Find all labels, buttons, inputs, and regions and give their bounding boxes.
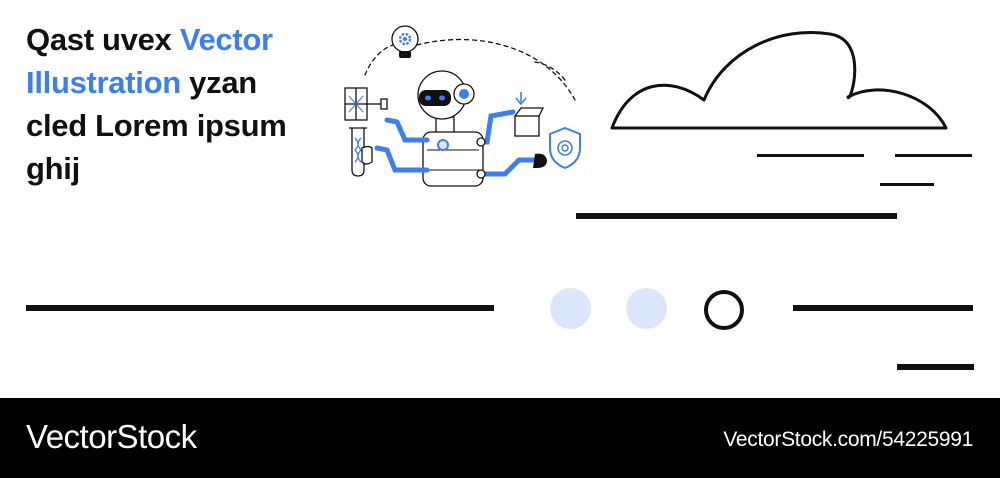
decor-line-4 — [576, 213, 897, 219]
headline: Qast uvex Vector Illustration yzan cled … — [26, 18, 326, 190]
decor-line-3 — [880, 183, 934, 186]
brand-logo: VectorStock — [26, 418, 197, 455]
decor-line-7 — [897, 364, 974, 370]
robot-body — [374, 70, 547, 187]
solar-panel-icon — [344, 87, 388, 121]
cloud-outline — [610, 31, 948, 130]
headline-part-1: Qast uvex — [26, 22, 180, 57]
decor-line-1 — [757, 154, 864, 157]
outline-circle — [704, 290, 744, 330]
robot-illustration — [344, 25, 581, 187]
light-blue-dot-1 — [550, 288, 591, 329]
image-url: VectorStock.com/54225991 — [723, 428, 973, 451]
footer-bar: VectorStock VectorStock.com/54225991 — [0, 398, 1000, 478]
headline-accent: Vector Illustration — [26, 22, 273, 100]
lightbulb-gear-icon — [391, 25, 419, 58]
decor-line-2 — [895, 154, 972, 157]
box-download-icon — [514, 92, 545, 137]
headline-part-2: yzan cled Lorem ipsum ghij — [26, 65, 287, 186]
test-tube-dna-icon — [349, 127, 373, 177]
light-blue-dot-2 — [626, 288, 667, 329]
shield-fingerprint-icon — [549, 126, 581, 170]
decor-line-5 — [26, 305, 494, 311]
decor-line-6 — [793, 305, 973, 311]
